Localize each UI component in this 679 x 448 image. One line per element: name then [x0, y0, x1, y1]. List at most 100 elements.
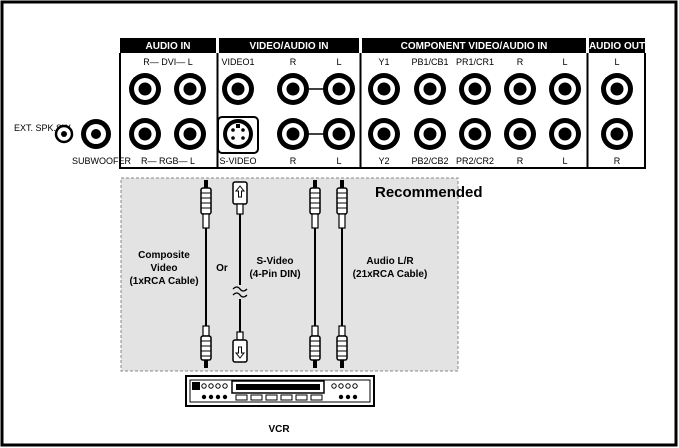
- label-top-r1: R: [290, 57, 297, 67]
- header-video-audio-in-bg: [219, 38, 359, 53]
- vcr-knob-2: [208, 383, 214, 389]
- audio-cable-right-top-plug: [336, 187, 348, 215]
- jack-top-5-center: [332, 82, 346, 96]
- svideo-cable-top-boot: [236, 203, 244, 215]
- jack-links: [309, 88, 323, 135]
- vcr-button-4: [280, 394, 293, 401]
- svideo-key: [236, 124, 240, 128]
- label-svideo: S-VIDEO: [219, 156, 256, 166]
- svideo-cable-break-mark-1: [232, 286, 248, 292]
- composite-cable-top-plug: [200, 187, 212, 215]
- jack-top-5[interactable]: [323, 73, 355, 105]
- vcr-knob-8: [352, 383, 358, 389]
- caption-audio-1: Audio L/R: [366, 256, 414, 267]
- jack-bottom-8[interactable]: [504, 118, 536, 150]
- jack-bottom-1-center: [138, 127, 152, 141]
- jack-bottom-6-center: [423, 127, 437, 141]
- jack-bottom-3-center: [286, 127, 300, 141]
- audio-cable-left-bottom-tip: [313, 360, 317, 368]
- jack-bottom-7[interactable]: [459, 118, 491, 150]
- jack-top-4-center: [286, 82, 300, 96]
- audio-cable-right-bottom-tip: [340, 360, 344, 368]
- rca-jacks: [129, 73, 633, 150]
- label-video1: VIDEO1: [221, 57, 254, 67]
- caption-composite-3: (1xRCA Cable): [129, 276, 198, 287]
- top-labels: R— DVI— L VIDEO1 R L Y1 PB1/CB1 PR1/CR1 …: [143, 57, 619, 67]
- vcr-knob-7: [345, 383, 351, 389]
- vcr-dot-7: [352, 394, 358, 400]
- jack-bottom-3[interactable]: [277, 118, 309, 150]
- jack-top-7[interactable]: [414, 73, 446, 105]
- label-pr2: PR2/CR2: [456, 156, 494, 166]
- vcr-dot-1: [201, 394, 207, 400]
- label-dvi: R— DVI— L: [143, 57, 193, 67]
- vcr-dot-3: [215, 394, 221, 400]
- header-video-audio-in: VIDEO/AUDIO IN: [250, 41, 329, 52]
- vcr-button-2: [250, 394, 263, 401]
- jack-bottom-5-center: [377, 127, 391, 141]
- jack-top-10-center: [558, 82, 572, 96]
- vcr-knob-4: [222, 383, 228, 389]
- jack-bottom-10-center: [610, 127, 624, 141]
- jack-top-9[interactable]: [504, 73, 536, 105]
- vcr-inner-frame: [189, 379, 371, 403]
- audio-cable-left: [309, 180, 321, 368]
- jack-bottom-2-center: [183, 127, 197, 141]
- svideo-port[interactable]: [217, 116, 259, 154]
- jack-top-4[interactable]: [277, 73, 309, 105]
- label-pb2: PB2/CB2: [411, 156, 448, 166]
- svideo-cable-down-arrow-icon: [234, 346, 246, 359]
- label-bottom-r1: R: [290, 156, 297, 166]
- audio-cable-left-top-tip: [313, 180, 317, 188]
- svideo-cable-break-mark-2: [232, 292, 248, 298]
- jack-bottom-9-center: [558, 127, 572, 141]
- header-component-bg: [362, 38, 586, 53]
- composite-cable: [200, 180, 212, 368]
- audio-cable-left-top-plug: [309, 187, 321, 215]
- svideo-pin-2: [241, 128, 245, 132]
- jack-bottom-2[interactable]: [174, 118, 206, 150]
- vcr-dot-4: [222, 394, 228, 400]
- recommended-label: Recommended: [375, 184, 483, 201]
- vcr-tape-door: [236, 384, 320, 390]
- jack-top-2[interactable]: [174, 73, 206, 105]
- jack-top-6[interactable]: [368, 73, 400, 105]
- jack-bottom-9[interactable]: [549, 118, 581, 150]
- vcr-knob-6: [338, 383, 344, 389]
- vcr-knob-5: [331, 383, 337, 389]
- jack-bottom-1[interactable]: [129, 118, 161, 150]
- svideo-pin-3: [231, 136, 235, 140]
- vcr-dot-5: [338, 394, 344, 400]
- jack-top-1-center: [138, 82, 152, 96]
- jack-bottom-7-center: [468, 127, 482, 141]
- jack-top-3[interactable]: [222, 73, 254, 105]
- label-pr1: PR1/CR1: [456, 57, 494, 67]
- jack-top-10[interactable]: [549, 73, 581, 105]
- label-y2: Y2: [378, 156, 389, 166]
- composite-cable-top-tip: [204, 180, 208, 188]
- label-y1: Y1: [378, 57, 389, 67]
- jack-top-1[interactable]: [129, 73, 161, 105]
- vcr-button-6: [310, 394, 323, 401]
- label-out-r: R: [614, 156, 621, 166]
- cable-captions: Composite Video (1xRCA Cable) Or S-Video…: [129, 250, 427, 287]
- bottom-labels: R— RGB— L S-VIDEO R L Y2 PB2/CB2 PR2/CR2…: [141, 156, 621, 166]
- jack-top-11[interactable]: [601, 73, 633, 105]
- vcr-button-5: [295, 394, 308, 401]
- jack-bottom-6[interactable]: [414, 118, 446, 150]
- header-audio-out: AUDIO OUT: [589, 41, 645, 52]
- jack-top-3-center: [231, 82, 245, 96]
- jack-bottom-5[interactable]: [368, 118, 400, 150]
- jack-bottom-10[interactable]: [601, 118, 633, 150]
- jack-bottom-4[interactable]: [323, 118, 355, 150]
- svideo-cable: [232, 181, 248, 363]
- label-bottom-l1: L: [336, 156, 341, 166]
- vcr-icon[interactable]: [185, 375, 375, 407]
- audio-cable-right-bottom-boot: [338, 325, 346, 337]
- vcr-button-3: [265, 394, 278, 401]
- jack-top-8[interactable]: [459, 73, 491, 105]
- label-out-l: L: [614, 57, 619, 67]
- header-audio-in-bg: [120, 38, 216, 53]
